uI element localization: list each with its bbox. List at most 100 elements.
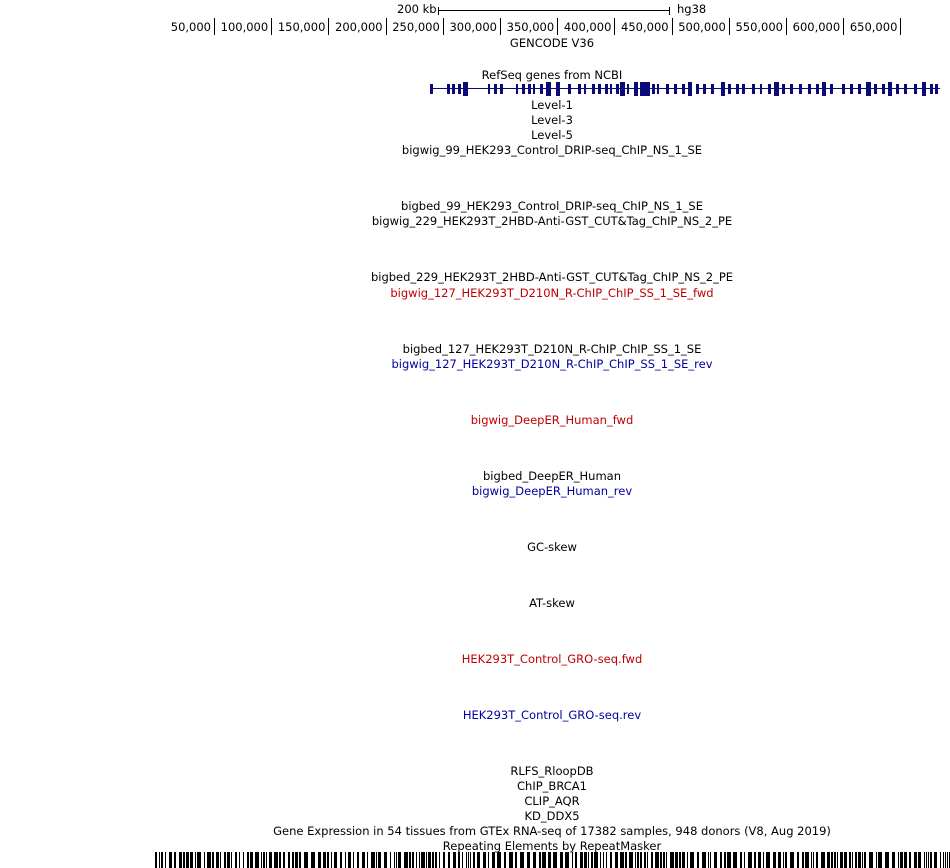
repeat-element-mark	[509, 852, 513, 868]
repeat-element-mark	[878, 852, 882, 868]
track-label-bigwig-229[interactable]: bigwig_229_HEK293T_2HBD-Anti-GST_CUT&Tag…	[371, 214, 733, 228]
gene-exon-block	[657, 84, 659, 94]
repeat-element-mark	[179, 852, 182, 868]
repeat-element-mark	[353, 852, 354, 868]
repeat-element-mark	[943, 852, 944, 868]
track-label-gro-fwd[interactable]: HEK293T_Control_GRO-seq.fwd	[461, 652, 643, 666]
repeat-element-mark	[892, 852, 895, 868]
track-label-repeatmasker[interactable]: Repeating Elements by RepeatMasker	[442, 839, 662, 853]
repeat-element-mark	[606, 852, 607, 868]
gene-exon-block	[610, 84, 612, 94]
repeat-element-mark	[212, 852, 214, 868]
gene-exon-block	[452, 84, 455, 94]
track-label-deeper-rev[interactable]: bigwig_DeepER_Human_rev	[471, 484, 633, 498]
track-label-gtex[interactable]: Gene Expression in 54 tissues from GTEx …	[273, 824, 831, 838]
repeat-element-mark	[539, 852, 541, 868]
track-label-clip-aqr[interactable]: CLIP_AQR	[524, 794, 580, 808]
track-label-bigwig-127-fwd[interactable]: bigwig_127_HEK293T_D210N_R-ChIP_ChIP_SS_…	[390, 286, 714, 300]
repeat-element-mark	[165, 852, 166, 868]
repeat-element-mark	[161, 852, 163, 868]
track-label-gencode[interactable]: GENCODE V36	[509, 36, 595, 50]
repeat-element-mark	[766, 852, 770, 868]
ruler-tick: 350,000	[498, 18, 559, 35]
repeat-element-mark	[295, 852, 298, 868]
gene-exon-block	[866, 82, 871, 96]
track-label-gro-rev[interactable]: HEK293T_Control_GRO-seq.rev	[462, 708, 642, 722]
gene-intron-line	[698, 88, 940, 89]
repeat-element-mark	[560, 852, 563, 868]
repeat-element-mark	[453, 852, 456, 868]
gene-exon-block	[666, 84, 669, 94]
gene-exon-block	[640, 82, 650, 96]
repeat-element-mark	[603, 852, 604, 868]
gene-exon-block	[768, 84, 771, 94]
repeat-element-mark	[220, 852, 221, 868]
track-label-gc-skew[interactable]: GC-skew	[527, 540, 577, 554]
gene-exon-block	[736, 84, 739, 94]
gene-exon-block	[874, 84, 877, 94]
repeat-element-mark	[266, 852, 267, 868]
repeat-element-mark	[778, 852, 781, 868]
repeat-element-mark	[247, 852, 249, 868]
repeat-element-mark	[396, 852, 397, 868]
track-label-bigwig-99[interactable]: bigwig_99_HEK293_Control_DRIP-seq_ChIP_N…	[401, 143, 703, 157]
gene-intron-line	[430, 88, 690, 89]
repeat-element-mark	[720, 852, 722, 868]
repeat-element-mark	[647, 852, 648, 868]
repeat-element-mark	[811, 852, 812, 868]
track-label-bigbed-229[interactable]: bigbed_229_HEK293T_2HBD-Anti-GST_CUT&Tag…	[370, 270, 734, 284]
repeat-element-mark	[183, 852, 185, 868]
gene-exon-block	[816, 84, 819, 94]
repeat-element-mark	[432, 852, 434, 868]
track-label-deeper-fwd[interactable]: bigwig_DeepER_Human_fwd	[470, 413, 634, 427]
repeat-element-mark	[318, 852, 321, 868]
refseq-gene-features[interactable]	[430, 80, 940, 98]
track-label-level3[interactable]: Level-3	[531, 113, 573, 127]
repeat-element-mark	[898, 852, 899, 868]
track-label-rlfs[interactable]: RLFS_RloopDB	[510, 764, 594, 778]
gene-exon-block	[500, 84, 503, 94]
repeat-element-mark	[357, 852, 359, 868]
repeat-element-mark	[821, 852, 825, 868]
ruler-tick: 450,000	[613, 18, 673, 35]
repeat-element-mark	[334, 852, 337, 868]
track-label-level5[interactable]: Level-5	[531, 128, 573, 142]
gene-exon-block	[688, 82, 692, 96]
repeatmasker-feature-strip[interactable]	[155, 852, 950, 868]
repeat-element-mark	[740, 852, 742, 868]
repeat-element-mark	[421, 852, 425, 868]
gene-exon-block	[592, 84, 595, 94]
track-label-bigwig-127-rev[interactable]: bigwig_127_HEK293T_D210N_R-ChIP_ChIP_SS_…	[391, 357, 713, 371]
track-label-bigbed-99[interactable]: bigbed_99_HEK293_Control_DRIP-seq_ChIP_N…	[401, 199, 703, 213]
gene-exon-block	[605, 84, 608, 94]
track-label-refseq[interactable]: RefSeq genes from NCBI	[481, 68, 623, 82]
repeat-element-mark	[763, 852, 764, 868]
repeat-element-mark	[575, 852, 577, 868]
repeat-element-mark	[594, 852, 598, 868]
track-label-level1[interactable]: Level-1	[531, 98, 573, 112]
repeat-element-mark	[834, 852, 836, 868]
repeat-element-mark	[869, 852, 873, 868]
track-label-chip-brca1[interactable]: ChIP_BRCA1	[517, 779, 587, 793]
repeat-element-mark	[473, 852, 475, 868]
repeat-element-mark	[371, 852, 375, 868]
repeat-element-mark	[443, 852, 445, 868]
gene-exon-block	[922, 82, 926, 96]
gene-exon-block	[616, 84, 619, 94]
repeat-element-mark	[439, 852, 440, 868]
repeat-element-mark	[840, 852, 843, 868]
track-label-bigbed-127[interactable]: bigbed_127_HEK293T_D210N_R-ChIP_ChIP_SS_…	[402, 342, 702, 356]
repeat-element-mark	[831, 852, 833, 868]
gene-exon-block	[463, 82, 468, 96]
track-label-at-skew[interactable]: AT-skew	[529, 596, 575, 610]
repeat-element-mark	[682, 852, 685, 868]
repeat-element-mark	[367, 852, 368, 868]
gene-exon-block	[522, 84, 525, 94]
repeat-element-mark	[708, 852, 709, 868]
track-label-kd-ddx5[interactable]: KD_DDX5	[524, 809, 580, 823]
gene-exon-block	[858, 84, 861, 94]
repeat-element-mark	[527, 852, 530, 868]
track-label-deeper-bed[interactable]: bigbed_DeepER_Human	[482, 469, 621, 483]
gene-exon-block	[830, 84, 833, 94]
